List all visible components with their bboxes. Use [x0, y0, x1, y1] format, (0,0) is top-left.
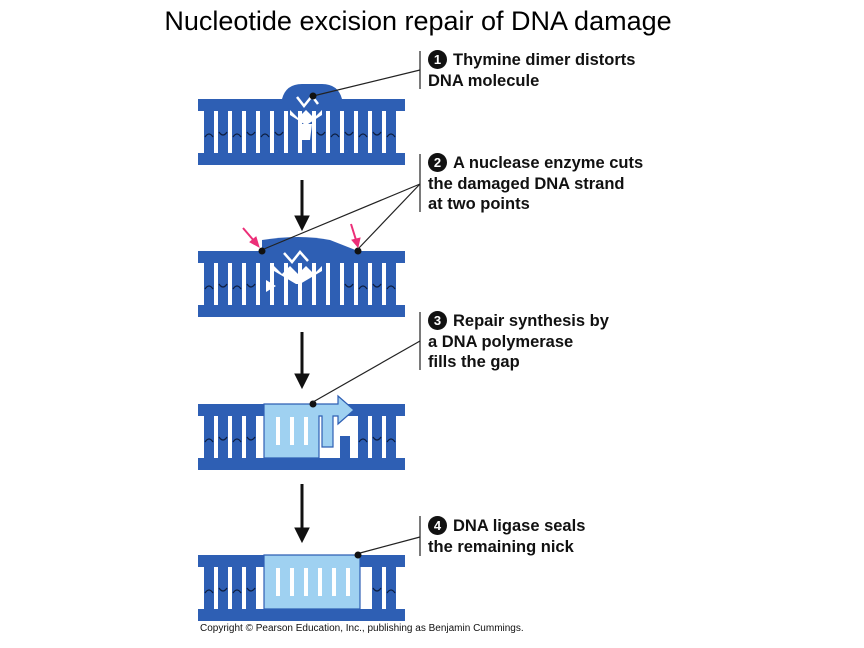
- dna-stage-4: [198, 551, 405, 621]
- diagram-title: Nucleotide excision repair of DNA damage: [164, 6, 672, 36]
- dna-stage-2: [198, 237, 405, 317]
- nuclease-cut-arrow-left: [242, 227, 260, 249]
- step-2-number: 2: [428, 153, 447, 172]
- step-3-number: 3: [428, 311, 447, 330]
- step-2-line-2: the damaged DNA strand: [428, 174, 625, 193]
- process-arrow-1-2: [294, 180, 310, 232]
- step-2-line-3: at two points: [428, 195, 530, 213]
- process-arrow-2-3: [294, 332, 310, 390]
- step-3-line-3: fills the gap: [428, 353, 520, 371]
- step-1-line-2: DNA molecule: [428, 71, 540, 90]
- step-2-line-1: A nuclease enzyme cuts: [453, 154, 644, 172]
- process-arrow-3-4: [294, 484, 310, 544]
- step-3-line-1: Repair synthesis by: [453, 312, 609, 330]
- step-4-caption: 4 DNA ligase seals the remaining nick: [428, 516, 585, 557]
- step-1-caption: 1 Thymine dimer distorts DNA molecule: [428, 50, 635, 91]
- step-4-line-1: DNA ligase seals: [453, 517, 586, 535]
- nuclease-cut-arrow-right: [350, 223, 361, 249]
- step-2-caption: 2 A nuclease enzyme cuts the damaged DNA …: [428, 153, 643, 215]
- step-4-line-2: the remaining nick: [428, 537, 574, 556]
- callout-lines: [263, 51, 421, 556]
- step-3-caption: 3 Repair synthesis by a DNA polymerase fi…: [428, 311, 609, 373]
- dna-stage-1: [198, 84, 405, 165]
- step-3-line-2: a DNA polymerase: [428, 332, 574, 351]
- dna-stage-3: [198, 394, 405, 470]
- copyright-notice: Copyright © Pearson Education, Inc., pub…: [200, 623, 524, 634]
- step-1-line-1: Thymine dimer distorts: [453, 51, 636, 69]
- step-1-number: 1: [428, 50, 447, 69]
- step-4-number: 4: [428, 516, 447, 535]
